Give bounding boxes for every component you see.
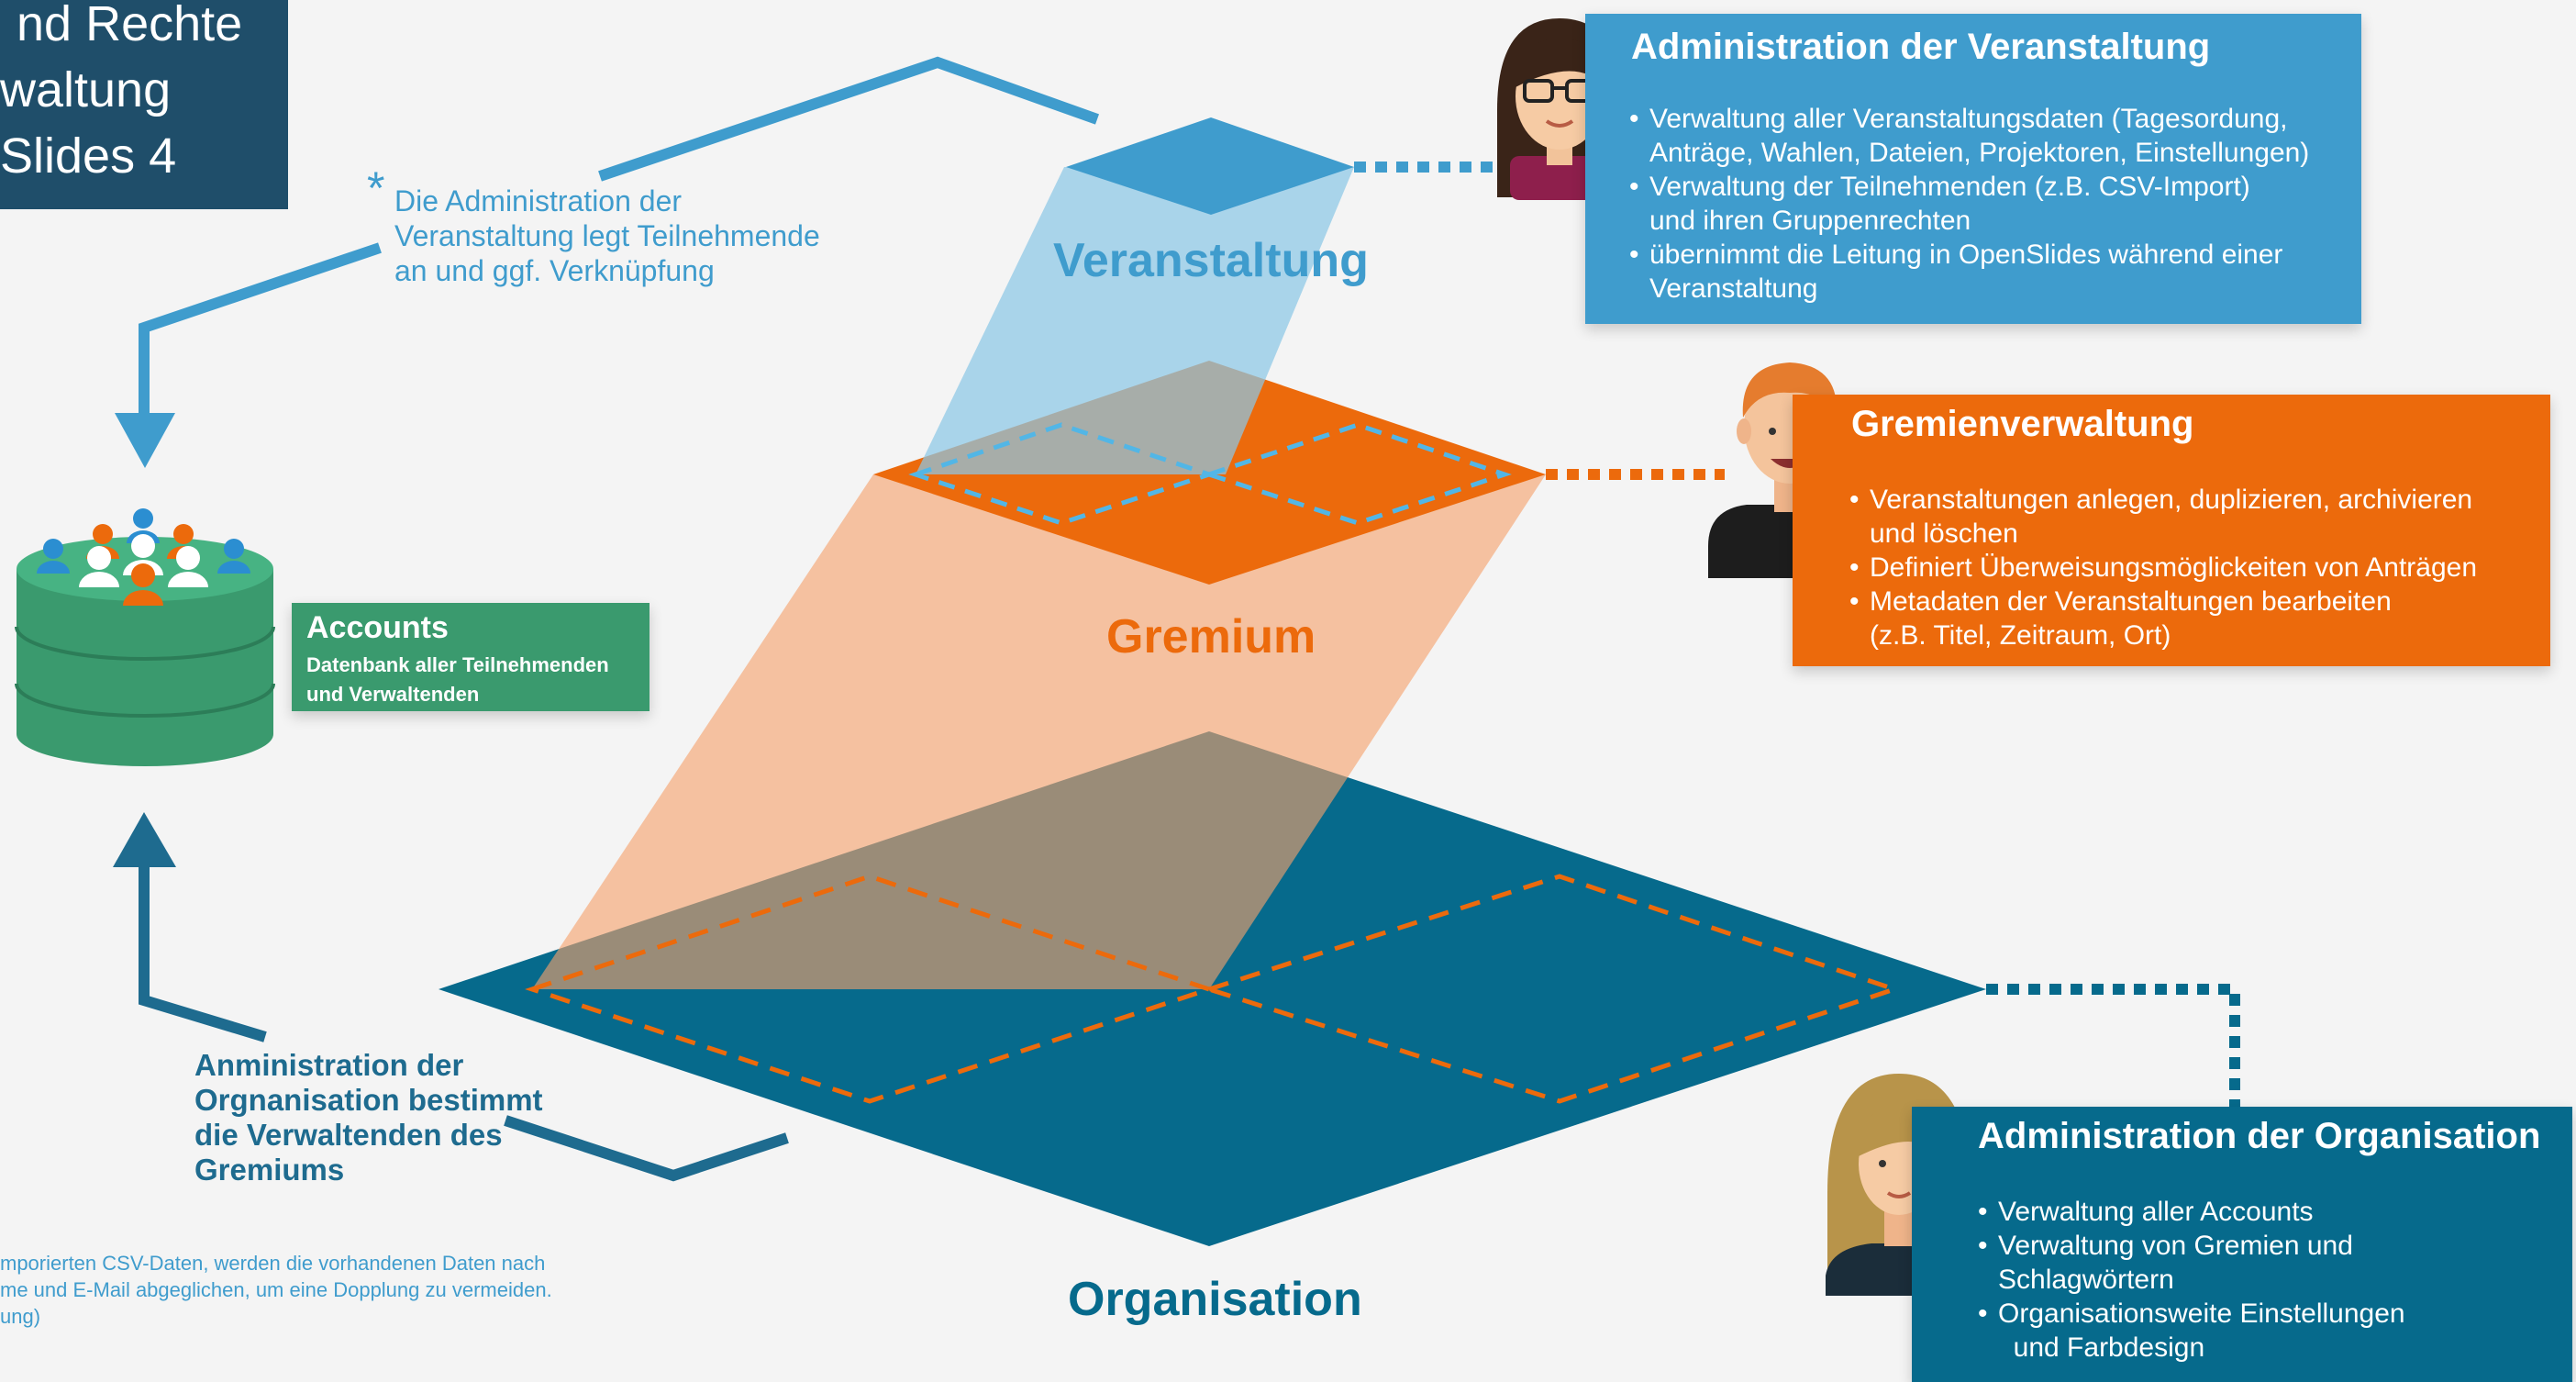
role-item-line: Verwaltung von Gremien und: [1998, 1231, 2353, 1261]
accounts-title: Accounts: [306, 610, 449, 645]
role-item: Organisationsweite Einstellungen und Far…: [1976, 1297, 2563, 1365]
veranstaltung-projection: [916, 167, 1354, 474]
organisation-note-line: Gremiums: [194, 1153, 345, 1187]
role-item: Metadaten der Veranstaltungen bearbeiten…: [1848, 585, 2545, 652]
arrow-org-to-accounts: [504, 1115, 789, 1182]
admin-note-line: Die Administration der: [394, 184, 683, 217]
role-item-line: Veranstaltungen anlegen, duplizieren, ar…: [1870, 485, 2473, 515]
title-line-2: waltung: [0, 62, 172, 117]
arrow-org-to-accounts-lower: [139, 861, 267, 1042]
title-line-1: nd Rechte: [17, 0, 243, 51]
accounts-box: Accounts Datenbank aller Teilnehmenden u…: [292, 603, 650, 711]
role-box-gremium: Gremienverwaltung Veranstaltungen anlege…: [1793, 395, 2550, 666]
arrow-up-icon: [113, 812, 176, 867]
footnote-line: me und E-Mail abgeglichen, um eine Doppl…: [0, 1278, 552, 1301]
footnote-line: ung): [0, 1305, 41, 1328]
role-item-line: Verwaltung aller Veranstaltungsdaten (Ta…: [1649, 104, 2288, 134]
role-item-line: übernimmt die Leitung in OpenSlides währ…: [1649, 240, 2283, 270]
organisation-note-line: die Verwaltenden des: [194, 1118, 503, 1152]
role-item-line: Verwaltung der Teilnehmenden (z.B. CSV-I…: [1649, 172, 2250, 202]
role-box-veranstaltung: Administration der Veranstaltung Verwalt…: [1585, 14, 2361, 324]
organisation-note-line: Orgnanisation bestimmt: [194, 1083, 543, 1117]
role-title-veranstaltung: Administration der Veranstaltung: [1631, 27, 2211, 67]
role-item-line: und löschen: [1870, 518, 2018, 549]
role-list-veranstaltung: Verwaltung aller Veranstaltungsdaten (Ta…: [1627, 102, 2352, 306]
label-veranstaltung: Veranstaltung: [1053, 234, 1369, 287]
organisation-note-line: Anministration der: [194, 1048, 464, 1082]
arrow-admin-to-accounts: [598, 56, 1100, 182]
role-item-line: Metadaten der Veranstaltungen bearbeiten: [1870, 586, 2392, 617]
footnote-line: mporierten CSV-Daten, werden die vorhand…: [0, 1252, 546, 1275]
role-title-gremium: Gremienverwaltung: [1851, 404, 2194, 444]
arrow-down-icon: [115, 413, 175, 468]
role-item: Verwaltung der Teilnehmenden (z.B. CSV-I…: [1627, 170, 2352, 238]
label-gremium: Gremium: [1106, 610, 1316, 663]
title-line-3: Slides 4: [0, 128, 177, 184]
admin-note-line: Veranstaltung legt Teilnehmende: [394, 219, 820, 252]
role-title-organisation: Administration der Organisation: [1978, 1116, 2541, 1156]
role-item: Veranstaltungen anlegen, duplizieren, ar…: [1848, 483, 2545, 551]
role-list-organisation: Verwaltung aller Accounts Verwaltung von…: [1976, 1195, 2563, 1365]
role-item-line: (z.B. Titel, Zeitraum, Ort): [1870, 620, 2171, 651]
organisation-note: Anministration der Orgnanisation bestimm…: [194, 1048, 616, 1187]
role-item-line: Verwaltung aller Accounts: [1998, 1197, 2314, 1227]
role-item-line: Definiert Überweisungsmöglickeiten von A…: [1870, 552, 2478, 583]
role-item: Verwaltung aller Accounts: [1976, 1195, 2563, 1229]
accounts-line: Datenbank aller Teilnehmenden: [306, 653, 609, 676]
gremium-subarea-right: [1202, 422, 1512, 526]
gremium-projection: [532, 474, 1546, 989]
user-group-icon: [37, 508, 250, 606]
role-item: übernimmt die Leitung in OpenSlides währ…: [1627, 238, 2352, 306]
role-list-gremium: Veranstaltungen anlegen, duplizieren, ar…: [1848, 483, 2545, 652]
label-organisation: Organisation: [1068, 1273, 1362, 1326]
accounts-line: und Verwaltenden: [306, 683, 480, 706]
role-box-organisation: Administration der Organisation Verwaltu…: [1912, 1107, 2572, 1382]
role-item-line: Anträge, Wahlen, Dateien, Projektoren, E…: [1649, 138, 2310, 168]
connector-organisation: [1986, 984, 2240, 1109]
title-block: nd Rechte waltung Slides 4: [0, 0, 288, 209]
role-item-line: und Farbdesign: [1998, 1332, 2205, 1363]
role-item: Verwaltung von Gremien und Schlagwörtern: [1976, 1229, 2563, 1297]
footnote: mporierten CSV-Daten, werden die vorhand…: [0, 1250, 642, 1330]
arrow-admin-to-accounts-lower: [139, 242, 382, 418]
role-item-line: Organisationsweite Einstellungen: [1998, 1298, 2405, 1329]
role-item-line: und ihren Gruppenrechten: [1649, 206, 1971, 236]
admin-note-line: an und ggf. Verknüpfung: [394, 254, 715, 287]
role-item-line: Veranstaltung: [1649, 273, 1818, 304]
admin-note-asterisk: *: [367, 162, 385, 214]
role-item: Definiert Überweisungsmöglickeiten von A…: [1848, 551, 2545, 585]
veranstaltung-plane: [1066, 117, 1354, 215]
organisation-subarea-right: [1201, 874, 1902, 1104]
role-item: Verwaltung aller Veranstaltungsdaten (Ta…: [1627, 102, 2352, 170]
role-item-line: Schlagwörtern: [1998, 1265, 2174, 1295]
